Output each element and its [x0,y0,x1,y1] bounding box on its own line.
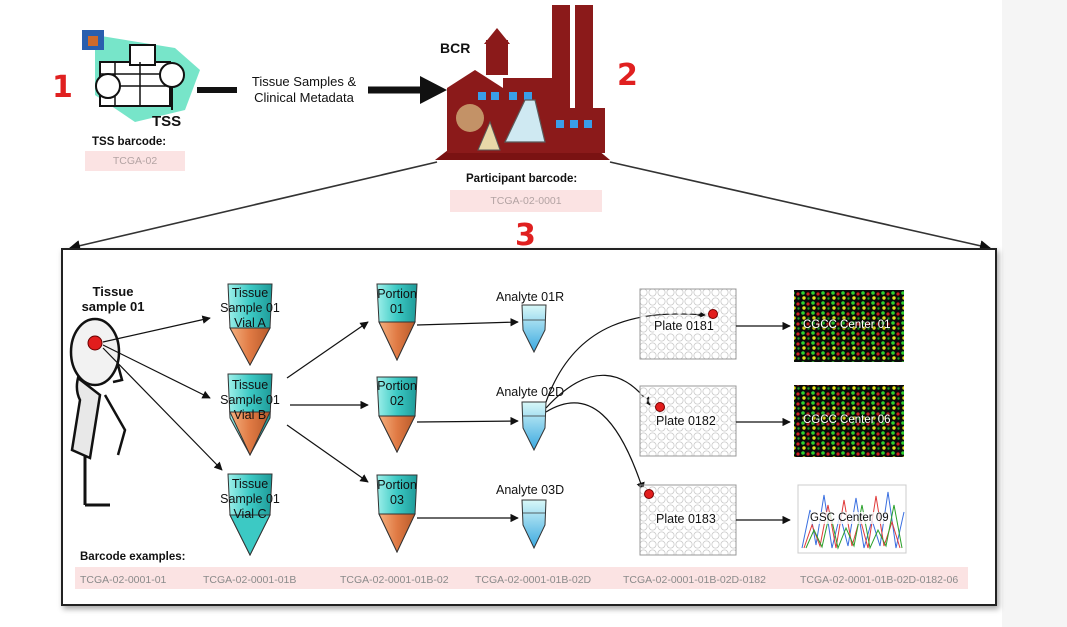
right-margin-band [1002,0,1067,627]
analyte-tube-03d [521,499,547,550]
marker-2: 2 [617,58,638,93]
plate-label-0183: Plate 0183 [656,512,716,526]
flow-label-line2: Clinical Metadata [254,90,354,105]
participant-label-line1: Tissue [92,284,134,299]
vial-b-line2: Sample 01 [220,393,280,407]
analyte-label-02d: Analyte 02D [496,385,565,399]
portion-01-line2: 01 [390,302,404,316]
portion-tube-02 [376,376,418,454]
portion-label-01: Portion 01 [367,287,427,317]
vial-c-line2: Sample 01 [220,492,280,506]
center-label-06: CGCC Center 06 [803,414,891,426]
portion-label-02: Portion 02 [367,379,427,409]
flow-label: Tissue Samples & Clinical Metadata [240,74,368,106]
participant-label: Tissue sample 01 [78,284,148,314]
portion-02-line2: 02 [390,394,404,408]
marker-1: 1 [52,70,73,105]
vial-label-b: Tissue Sample 01 Vial B [210,378,290,423]
barcode-examples-title: Barcode examples: [80,551,186,563]
analyte-tube-01r [521,304,547,354]
portion-03-line1: Portion [377,478,417,492]
vial-a-line3: Vial A [234,316,266,330]
vial-b-line1: Tissue [231,378,269,392]
vial-label-a: Tissue Sample 01 Vial A [210,286,290,331]
barcode-example-1: TCGA-02-0001-01 [80,574,167,586]
marker-3: 3 [515,218,536,253]
bcr-factory-icon [435,5,610,160]
microarray-image-06 [794,385,904,457]
participant-barcode-title: Participant barcode: [466,173,578,185]
vial-c-line3: Vial C [233,507,267,521]
portion-03-line2: 03 [390,493,404,507]
center-label-09: GSC Center 09 [810,512,889,524]
vial-a-line2: Sample 01 [220,301,280,315]
analyte-label-01r: Analyte 01R [496,290,565,304]
plate-label-0182: Plate 0182 [656,414,716,428]
flow-label-line1: Tissue Samples & [251,74,357,89]
vial-tube-c [227,473,273,557]
bcr-label: BCR [440,40,471,56]
tss-barcode-value: TCGA-02 [85,151,185,171]
analyte-tube-02d [521,401,547,452]
vial-c-line1: Tissue [231,477,269,491]
analyte-label-03d: Analyte 03D [496,483,565,497]
tss-logo-label: TSS [152,113,182,130]
portion-01-line1: Portion [377,287,417,301]
flow-arrowhead [420,76,447,104]
vial-tube-b [227,373,273,457]
participant-barcode-value: TCGA-02-0001 [450,190,602,212]
barcode-example-3: TCGA-02-0001-01B-02 [340,574,449,586]
expand-line-right [609,161,992,252]
barcode-example-2: TCGA-02-0001-01B [203,574,297,586]
tss-barcode-title: TSS barcode: [92,136,167,148]
vial-a-line1: Tissue [231,286,269,300]
center-label-01: CGCC Center 01 [803,319,891,331]
expand-line-left [68,161,438,252]
plate-label-0181: Plate 0181 [654,319,714,333]
barcode-band [75,567,968,589]
vial-label-c: Tissue Sample 01 Vial C [210,477,290,522]
barcode-example-6: TCGA-02-0001-01B-02D-0182-06 [800,574,959,586]
participant-label-line2: sample 01 [81,299,145,314]
barcode-example-5: TCGA-02-0001-01B-02D-0182 [623,574,766,586]
tss-hospital-icon [82,30,200,122]
microarray-image-01 [794,290,904,362]
portion-02-line1: Portion [377,379,417,393]
portion-tube-01 [376,283,418,362]
portion-tube-03 [376,474,418,554]
portion-label-03: Portion 03 [367,478,427,508]
barcode-example-4: TCGA-02-0001-01B-02D [475,574,592,586]
vial-tube-a [227,283,273,367]
vial-b-line3: Vial B [233,408,267,422]
participant-figure [69,317,127,507]
